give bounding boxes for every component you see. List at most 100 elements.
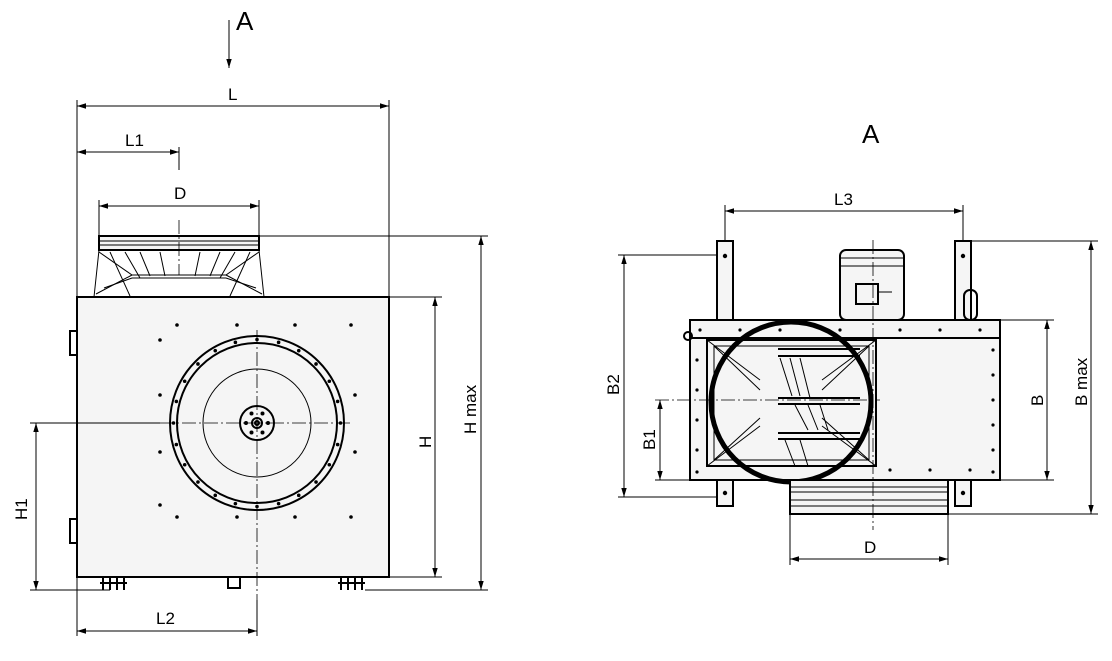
- fan-housing-front: [76, 296, 390, 578]
- side-rivet: [738, 328, 742, 332]
- side-rivet: [695, 388, 699, 392]
- panel-rivet: [158, 503, 162, 507]
- side-rivet: [978, 328, 982, 332]
- feet: [100, 576, 365, 590]
- ring-bolt: [196, 362, 200, 366]
- hub-bolt: [244, 421, 248, 425]
- bracket-top-left: [716, 240, 734, 323]
- side-rivet: [991, 470, 995, 474]
- inlet-frame: [706, 339, 877, 467]
- side-rivet: [695, 418, 699, 422]
- dimension-h-max: H max: [259, 235, 488, 591]
- ring-bolt: [233, 340, 238, 345]
- ring-bolt: [233, 501, 238, 506]
- side-rivet: [778, 328, 782, 332]
- dim-label-d-side: D: [864, 538, 876, 557]
- dimension-b-max: B max: [948, 240, 1098, 515]
- side-rivets: [695, 328, 995, 474]
- dim-label-d-front: D: [174, 184, 186, 203]
- dimension-b2: B2: [604, 254, 717, 498]
- ring-bolt: [327, 379, 332, 384]
- impeller-blades: [778, 348, 860, 467]
- ring-bolt: [314, 480, 318, 484]
- ring-bolt: [213, 493, 218, 498]
- dimension-h1: H1: [12, 422, 160, 591]
- ring-bolt: [335, 442, 340, 447]
- side-rivet: [838, 328, 842, 332]
- ring-bolt: [213, 348, 218, 353]
- side-view-a: A: [604, 119, 1098, 565]
- side-rivet: [898, 328, 902, 332]
- panel-rivet: [158, 393, 162, 397]
- ring-bolt: [174, 399, 179, 404]
- hub-bolt: [260, 430, 265, 435]
- front-view: A: [12, 6, 488, 636]
- side-rivet: [991, 348, 995, 352]
- hub-bolt: [266, 421, 270, 425]
- panel-rivets: [158, 323, 357, 519]
- ring-bolt: [314, 362, 318, 366]
- panel-rivet: [349, 515, 353, 519]
- hinge-top: [69, 330, 78, 356]
- side-rivet: [991, 448, 995, 452]
- ring-bolt: [296, 493, 301, 498]
- panel-rivet: [158, 450, 162, 454]
- dim-label-b-max: B max: [1072, 357, 1091, 406]
- ring-bolt: [174, 442, 179, 447]
- hub-bolt: [249, 411, 254, 416]
- side-view-title: A: [862, 119, 880, 149]
- dimension-l: L: [76, 85, 390, 297]
- ring-bolts: [171, 337, 343, 509]
- dim-label-h: H: [416, 436, 435, 448]
- hub-bolt: [260, 411, 265, 416]
- dimension-d-front: D: [98, 184, 260, 236]
- ring-bolt: [196, 480, 200, 484]
- side-rivet: [968, 468, 972, 472]
- dim-label-l1: L1: [125, 131, 144, 150]
- side-rivet: [695, 358, 699, 362]
- panel-rivet: [349, 323, 353, 327]
- panel-rivet: [293, 515, 297, 519]
- dimension-l3: L3: [724, 190, 964, 241]
- dimension-b1: B1: [640, 400, 690, 481]
- side-rivet: [695, 448, 699, 452]
- side-rivet: [991, 398, 995, 402]
- dim-label-b: B: [1028, 395, 1047, 406]
- dim-label-b1: B1: [640, 429, 659, 450]
- ring-bolt: [182, 379, 187, 384]
- panel-rivet: [175, 323, 179, 327]
- side-rivet: [698, 328, 702, 332]
- hinge-bottom: [69, 518, 78, 544]
- ring-bolt: [335, 399, 340, 404]
- dimension-l1: L1: [77, 131, 180, 170]
- dim-label-l2: L2: [156, 609, 175, 628]
- ring-bolt: [327, 462, 332, 467]
- hub-bolts: [244, 411, 270, 435]
- dimension-d-side: D: [789, 514, 949, 565]
- panel-rivet: [293, 323, 297, 327]
- dim-label-b2: B2: [604, 374, 623, 395]
- dimension-l2: L2: [76, 577, 258, 636]
- side-rivet: [928, 468, 932, 472]
- panel-rivet: [353, 393, 357, 397]
- side-rivet: [888, 468, 892, 472]
- dim-label-h1: H1: [12, 498, 31, 520]
- top-plate: [689, 319, 1001, 339]
- side-rivet: [695, 470, 699, 474]
- side-rivet: [938, 328, 942, 332]
- panel-rivet: [175, 515, 179, 519]
- panel-rivet: [158, 338, 162, 342]
- dim-label-l3: L3: [834, 190, 853, 209]
- fan-housing-side: [689, 337, 1001, 481]
- panel-rivet: [353, 450, 357, 454]
- view-arrow-label: A: [236, 6, 254, 36]
- dimension-b: B: [1000, 319, 1054, 481]
- ring-bolt: [276, 340, 281, 345]
- hub-bolt: [249, 430, 254, 435]
- panel-rivet: [235, 323, 239, 327]
- ring-bolt: [296, 348, 301, 353]
- dimension-h: H: [389, 296, 442, 578]
- dim-label-h-max: H max: [461, 384, 480, 434]
- outlet-collar-side: [789, 479, 949, 515]
